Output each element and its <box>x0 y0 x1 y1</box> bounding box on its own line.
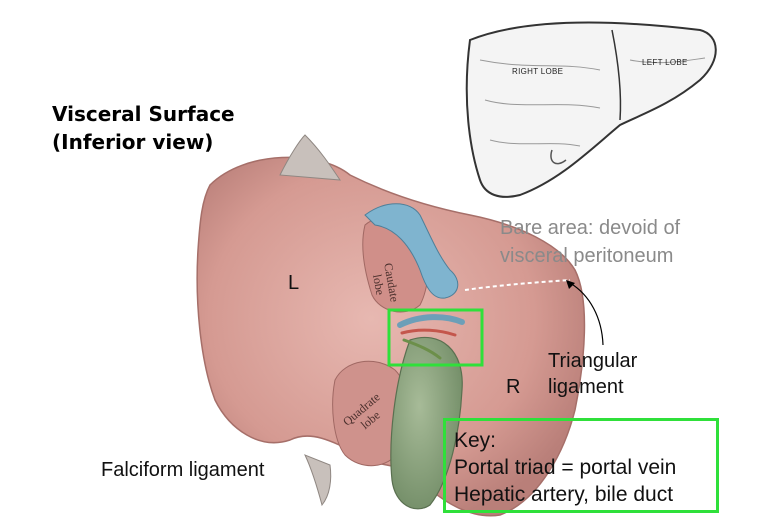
portal-triad-vessels <box>397 314 465 360</box>
triangular-ligament-arrow <box>569 282 604 346</box>
title-line-2: (Inferior view) <box>52 130 214 154</box>
bare-area-line-1: Bare area: devoid of <box>500 217 681 239</box>
key-line-1: Portal triad = portal vein <box>454 456 677 479</box>
key-line-2: Hepatic artery, bile duct <box>454 483 674 506</box>
arrowhead-icon <box>566 280 575 289</box>
inset-right-lobe-label: RIGHT LOBE <box>512 67 564 76</box>
falciform-fold <box>279 134 341 181</box>
key-box: Key: Portal triad = portal vein Hepatic … <box>443 418 719 513</box>
triangular-line-1: Triangular <box>548 350 638 372</box>
page-title: Visceral Surface (Inferior view) <box>52 100 235 156</box>
triangular-ligament-annotation: Triangular ligament <box>548 348 637 400</box>
liver-body <box>196 156 586 517</box>
portal-triad-highlight <box>387 308 484 367</box>
vena-cava-shape <box>364 203 459 299</box>
triangular-line-2: ligament <box>548 376 624 398</box>
bare-area-line-2: visceral peritoneum <box>500 245 674 267</box>
title-line-1: Visceral Surface <box>52 102 235 126</box>
falciform-fold-lower <box>304 454 332 507</box>
key-heading: Key: <box>454 429 497 452</box>
inset-liver-sketch <box>465 21 717 198</box>
falciform-ligament-label: Falciform ligament <box>101 459 265 481</box>
left-lobe-label: L <box>288 272 300 294</box>
right-lobe-label: R <box>506 376 521 398</box>
bare-area-annotation: Bare area: devoid of visceral peritoneum <box>500 214 680 270</box>
inset-left-lobe-label: LEFT LOBE <box>642 58 688 67</box>
caudate-lobe-label: Caudate lobe <box>368 262 402 305</box>
